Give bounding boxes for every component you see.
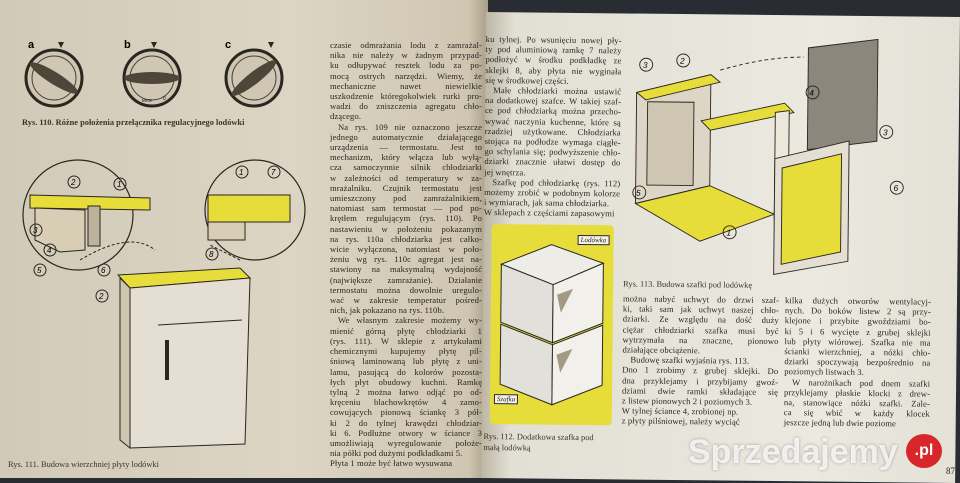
callout-3: 3 xyxy=(33,226,38,235)
text-line: Na rys. 109 nie oznaczono jeszcze xyxy=(338,121,482,132)
callout-2: 2 xyxy=(70,178,76,187)
f113-callout-3b: 3 xyxy=(883,127,888,137)
callout-1b: 1 xyxy=(239,168,243,177)
f113-callout-3: 3 xyxy=(643,60,648,70)
fig112-caption-line1: Rys. 112. Dodatkowa szafka pod xyxy=(483,431,594,443)
callout-2b: 2 xyxy=(98,292,104,301)
fig111-callouts: 2 1 3 4 5 6 7 1 8 2 xyxy=(29,165,281,303)
text-line: lamu, pasującą do kolorów pozosta- xyxy=(330,366,482,377)
callout-7: 7 xyxy=(271,168,276,177)
text-line: urządzenia — termostatu. Jest to xyxy=(330,142,482,153)
text-line: (rys. 111). W sklepie z artykułami xyxy=(330,335,482,346)
fig111-caption: Rys. 111. Budowa wierzchniej płyty lodów… xyxy=(8,460,159,469)
right-bottom-text-column-2: kilka dużych otworów wentylacyj-nych. Do… xyxy=(784,295,931,429)
text-line: jednego automatycznie działającego xyxy=(330,131,482,142)
text-line: uszkodzenie któregokolwiek rurki pro- xyxy=(330,91,482,102)
text-line: mechaniczne nawet niewielkie xyxy=(330,80,482,91)
text-line: mocą ostrych narzędzi. Wiemy, że xyxy=(330,70,482,81)
dial-a-label: a xyxy=(28,39,35,51)
f113-callout-5: 5 xyxy=(636,188,641,198)
text-line: wać w zakresie temperatur pośred- xyxy=(330,295,482,306)
text-line: nia półki pod dużymi podkładkami 5. xyxy=(330,448,463,459)
text-line: wicie wyłączona, natomiast w poło- xyxy=(330,244,482,255)
right-page: ku tylnej. Po wsunięciu nowej pły-ty pod… xyxy=(481,12,960,483)
f113-callout-2: 2 xyxy=(679,56,685,66)
cabinet-label: Szafka xyxy=(493,394,519,405)
text-line: stawiony na maksymalną wydajność xyxy=(330,264,482,275)
dial-c xyxy=(224,42,284,108)
text-line: mienić górną płytę chłodziarki 1 xyxy=(330,325,482,336)
text-line: dzącego. xyxy=(330,111,362,122)
text-line: śniową laminowaną lub płytę z uni- xyxy=(330,356,482,367)
text-line: ki 6. Podłużne otwory w ściance 3 xyxy=(330,427,482,438)
text-line: ku odłupywać resztek lodu za po- xyxy=(330,60,482,71)
text-line: mechanizm, który włącza lub wyłą- xyxy=(330,152,482,163)
text-line: wadzi do zniszczenia agregatu chło- xyxy=(330,101,482,112)
text-line: czasie odmrażania lodu z zamrażal- xyxy=(330,40,482,50)
text-line: mrażalniku. Czujnik termostatu jest xyxy=(330,182,482,193)
fridge-top-plate-figure: 2 1 3 4 5 6 7 1 8 2 xyxy=(22,159,306,450)
text-line: ki 2 do tylnej krawędzi chłodziar- xyxy=(330,417,482,428)
text-line: termostatu można dowolnie uregulo- xyxy=(330,284,482,295)
watermark: Sprzedajemy xyxy=(688,433,898,471)
dial-a xyxy=(24,42,84,108)
dial-b xyxy=(122,42,182,108)
text-line: chemicznymi kupujemy płytę pil- xyxy=(330,346,482,357)
text-line: kręceniu blachowkrętów 4 zamo- xyxy=(330,397,482,408)
text-line: tylną 2 można łatwo odjąć po od- xyxy=(330,386,482,397)
text-line: natomiast sam termostat — pod po- xyxy=(330,203,482,214)
text-line: umieszczony pod zamrażalnikiem, xyxy=(330,193,482,204)
text-line: cowujących pionową ściankę 3 pół- xyxy=(330,407,482,418)
right-bottom-text-column-1: można nabyć uchwyt do drzwi szaf-ki, tak… xyxy=(622,293,779,427)
fridge-on-cabinet-figure xyxy=(499,244,605,406)
text-line: (największe zamrażanie). Działanie xyxy=(330,274,482,285)
dial-b-label: b xyxy=(124,39,131,51)
text-line: w zależności od temperatury w za- xyxy=(330,172,482,183)
text-line: z płyty pilśniowej, należy wyciąć xyxy=(621,415,740,428)
right-top-text-column: ku tylnej. Po wsunięciu nowej pły-ty pod… xyxy=(484,34,622,219)
f113-callout-1: 1 xyxy=(726,227,731,237)
fig112-caption-line2: małą lodówką xyxy=(483,442,531,453)
text-line: nika nie należy w żadnym przypad- xyxy=(330,50,482,61)
watermark-badge: .pl xyxy=(906,434,942,468)
text-line: umożliwiają wyregulowanie położe- xyxy=(330,437,482,448)
text-line: cza samoczynnie silnik chłodziarki xyxy=(330,162,482,173)
f113-callout-6: 6 xyxy=(893,183,898,193)
text-line: W sklepach z częściami zapasowymi xyxy=(483,207,615,219)
dial-max-mark: MAX xyxy=(142,98,152,103)
text-line: nastawieniu w położeniu pokazanym xyxy=(330,223,482,234)
text-line: We własnym zakresie możemy wy- xyxy=(338,315,482,326)
dial-zero-mark: 0 xyxy=(163,96,166,102)
left-text-column: czasie odmrażania lodu z zamrażal-nika n… xyxy=(330,40,482,469)
fig113-caption: Rys. 113. Budowa szafki pod lodówkę xyxy=(623,279,753,290)
text-line: krętłem regulującym (rys. 110). Po xyxy=(330,213,482,224)
callout-1: 1 xyxy=(117,180,121,189)
cabinet-construction-figure: 3 2 4 5 1 6 3 xyxy=(632,38,904,275)
text-line: jeszcze jedną lub dwie poziome xyxy=(783,417,897,429)
callout-4: 4 xyxy=(47,246,52,255)
text-line: Płyta 1 może być łatwo wysuwana xyxy=(330,458,453,469)
dial-c-label: c xyxy=(225,39,231,51)
thermostat-dials-figure: a b c MAX 0 xyxy=(24,39,284,108)
callout-8: 8 xyxy=(209,250,214,259)
text-line: na rys. 110a chłodziarka jest całko- xyxy=(330,233,482,244)
text-line: łych płyt obudowy kuchni. Ramkę xyxy=(330,376,482,387)
f113-callout-4: 4 xyxy=(809,88,814,98)
text-line: nich, jak pokazano na rys. 110b. xyxy=(330,305,445,316)
callout-6: 6 xyxy=(101,266,106,275)
callout-5: 5 xyxy=(37,266,42,275)
fig110-caption: Rys. 110. Różne położenia przełącznika r… xyxy=(22,118,245,127)
left-page: a b c MAX 0 Rys. 110. Różne położenia pr… xyxy=(0,0,488,478)
page-number: 87 xyxy=(946,466,955,476)
text-line: żeniu wg rys. 110c agregat jest na- xyxy=(330,254,482,265)
fridge-label: Lodówka xyxy=(577,234,610,246)
